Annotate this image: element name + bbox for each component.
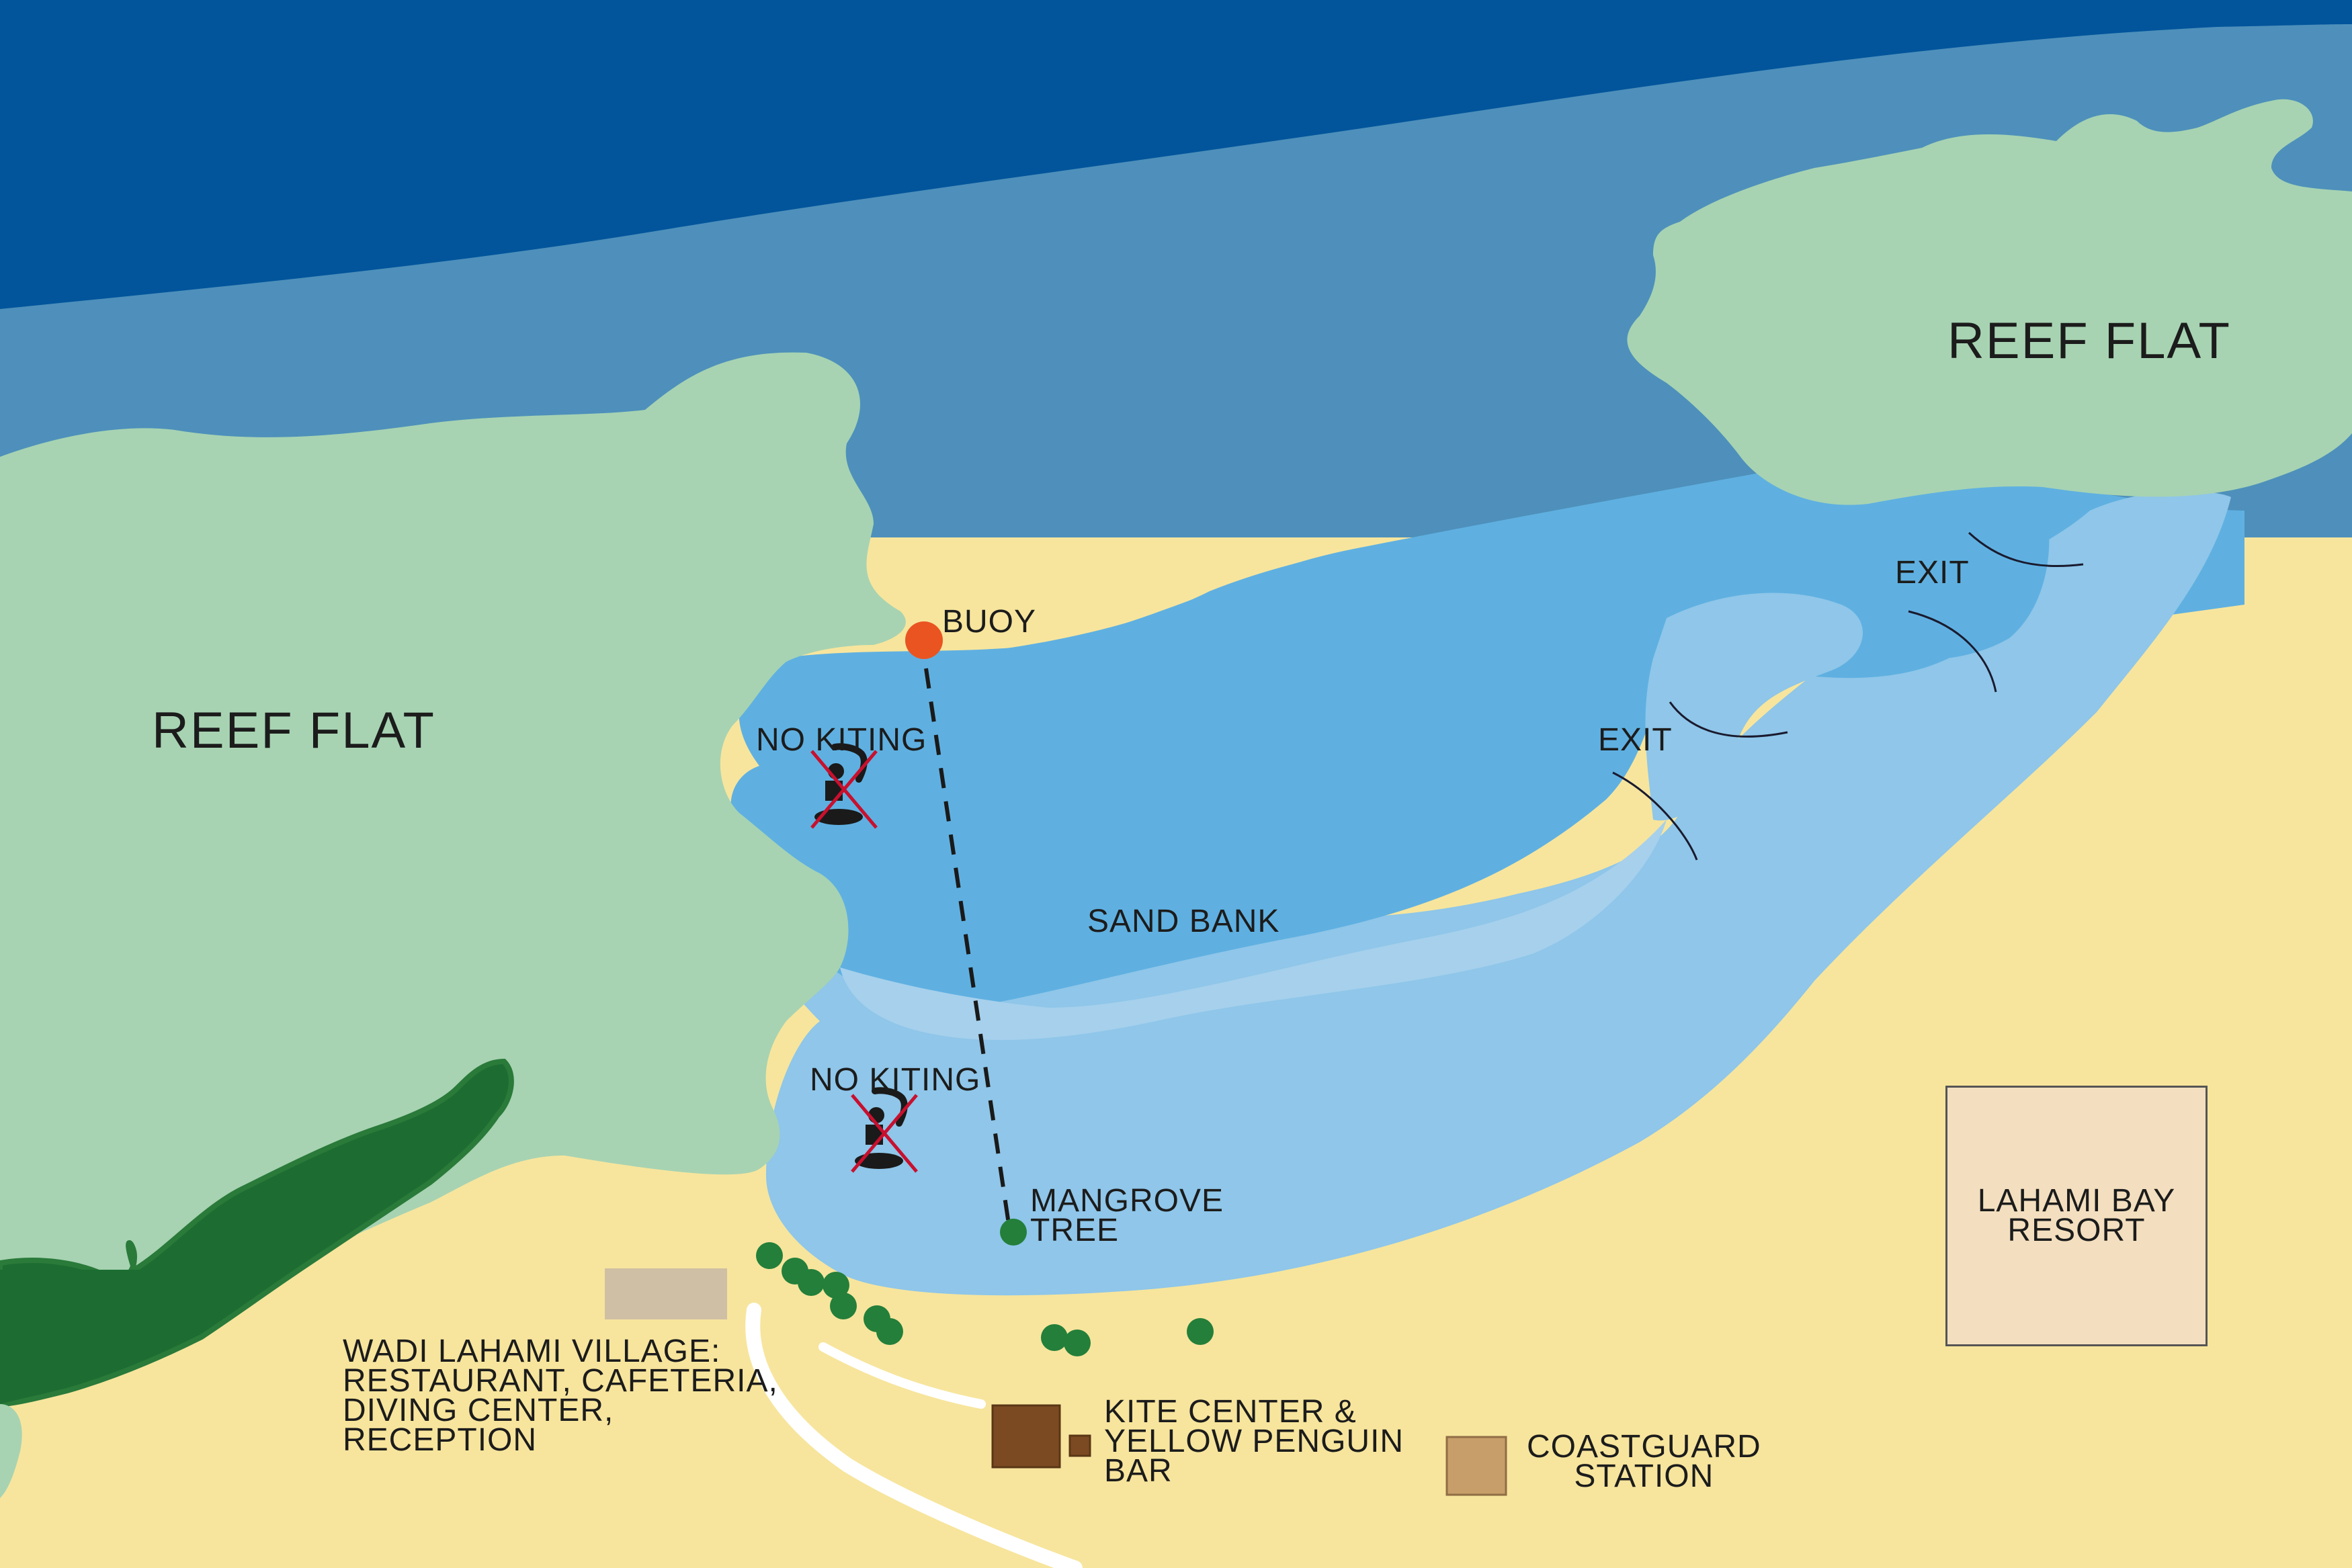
- reef-flat-east-label: REEF FLAT: [1947, 312, 2231, 369]
- exit-line: [1908, 610, 1997, 693]
- coastguard-label: COASTGUARD STATION: [1527, 1429, 1761, 1495]
- tree-dot: [1187, 1318, 1214, 1345]
- kite-center-building: [991, 1404, 1061, 1469]
- road-to-kite-center: [818, 1342, 986, 1409]
- tree-dot: [830, 1293, 857, 1319]
- mangrove-tree-label: MANGROVE TREE: [1030, 1183, 1224, 1249]
- east-lagoon-patch: [1836, 500, 2050, 660]
- tree-dots: [756, 1242, 1214, 1356]
- mangrove-tree-marker: [1000, 1219, 1027, 1246]
- wadi-village-label: WADI LAHAMI VILLAGE: RESTAURANT, CAFETER…: [343, 1334, 778, 1458]
- no-kiting-north-label: NO KITING: [756, 722, 927, 758]
- western-lowland: [0, 1404, 22, 1498]
- no-kiting-icon: [851, 1087, 918, 1173]
- exit-east-label: EXIT: [1895, 555, 1970, 591]
- tree-dot: [756, 1242, 783, 1269]
- mangrove-forest-fill: [0, 1270, 141, 1404]
- penguin-bar-building: [1068, 1434, 1091, 1457]
- tree-dot: [1041, 1324, 1068, 1351]
- shallow-water: [766, 491, 2231, 1296]
- sand-bank-label: SAND BANK: [1087, 904, 1280, 939]
- exit-line: [1968, 531, 2084, 567]
- reef-flat-west: [0, 352, 906, 1317]
- reef-flat-west-label: REEF FLAT: [152, 702, 435, 759]
- exit-west-label: EXIT: [1598, 722, 1673, 758]
- buoy-line: [924, 668, 1012, 1233]
- resort-box: LAHAMI BAY RESORT: [1945, 1086, 2208, 1346]
- resort-label: LAHAMI BAY RESORT: [1977, 1182, 2176, 1248]
- exit-west-shallows: [1645, 593, 1863, 821]
- road-main: [745, 1303, 1083, 1568]
- exit-line: [1612, 771, 1698, 861]
- buoy-label: BUOY: [942, 604, 1037, 640]
- buoy-marker: [905, 621, 943, 659]
- tree-dot: [1064, 1330, 1091, 1356]
- coastguard-building: [1445, 1436, 1507, 1496]
- tree-dot: [823, 1272, 849, 1299]
- exit-line: [1669, 701, 1788, 738]
- reef-flat-east: [1627, 99, 2352, 505]
- kite-center-label: KITE CENTER & YELLOW PENGUIN BAR: [1104, 1394, 1404, 1489]
- village-building: [605, 1268, 727, 1319]
- tree-dot: [876, 1318, 903, 1345]
- sand-bank: [840, 820, 1667, 1041]
- tree-dot: [798, 1269, 825, 1296]
- no-kiting-south-label: NO KITING: [810, 1062, 981, 1098]
- no-kiting-icon: [810, 743, 878, 829]
